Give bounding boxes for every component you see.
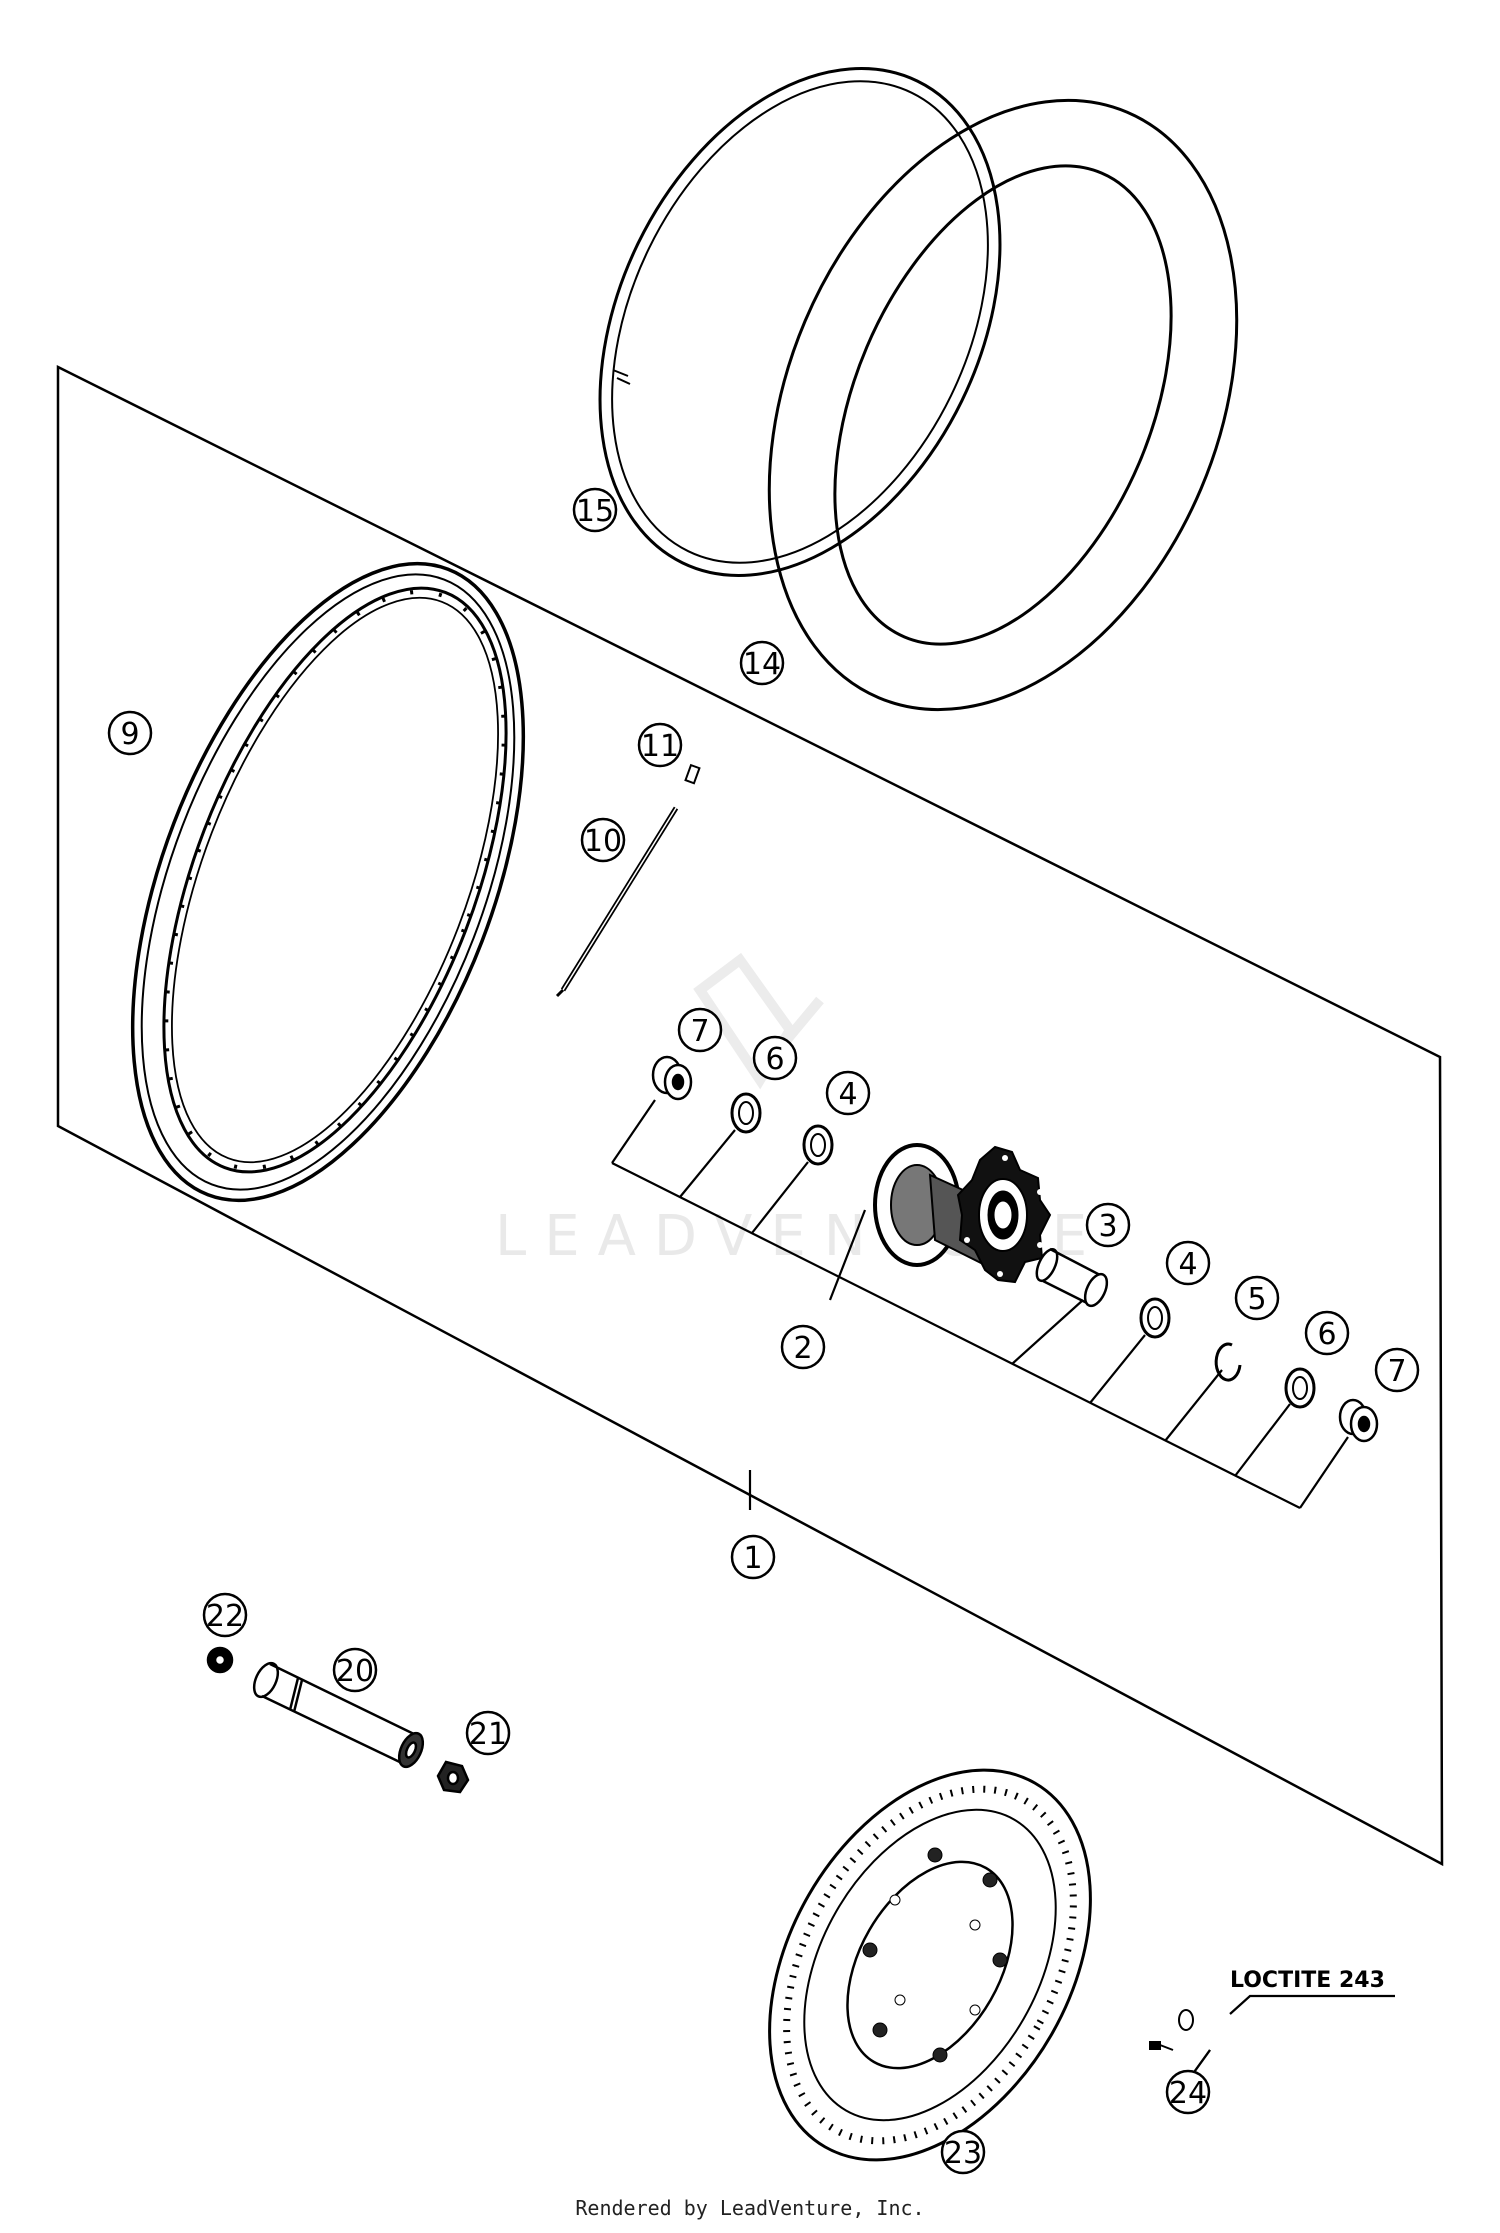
assembly-frame [56,364,1444,1867]
callout-9-label: 9 [120,717,139,752]
callout-7-right-label: 7 [1387,1354,1406,1389]
loctite-note: LOCTITE 243 [1230,1968,1385,1993]
callout-5-label: 5 [1247,1282,1266,1317]
callout-4-right: 4 [1165,1240,1211,1286]
callout-14: 14 [739,640,785,686]
callout-1-label: 1 [743,1541,762,1576]
rim-tape [598,67,1002,577]
axle-spacer [206,1646,234,1674]
callout-6-right-label: 6 [1317,1317,1336,1352]
callout-2-label: 2 [793,1331,812,1366]
spoke-nipple [684,763,701,785]
seal-left [730,1092,762,1134]
dust-cap-left [651,1055,693,1101]
bearing-left [802,1124,834,1166]
callout-22-label: 22 [206,1599,244,1634]
callout-11-label: 11 [641,729,679,764]
callout-4-left-label: 4 [838,1077,857,1112]
callout-15-label: 15 [576,494,614,529]
callout-5: 5 [1234,1275,1280,1321]
callout-23-label: 23 [944,2136,982,2171]
callout-2: 2 [780,1324,826,1370]
callout-1: 1 [730,1534,776,1580]
footer-credit: Rendered by LeadVenture, Inc. [575,2196,925,2220]
callout-14-label: 14 [743,647,781,682]
axle [252,1661,425,1769]
callout-6-left-label: 6 [765,1042,784,1077]
callout-7-left: 7 [677,1007,723,1053]
callout-10-label: 10 [584,824,622,859]
callout-11: 11 [637,722,683,768]
callout-3: 3 [1085,1202,1131,1248]
callout-7-right: 7 [1374,1347,1420,1393]
wheel-rim [130,561,526,1203]
callout-23: 23 [940,2129,986,2175]
callout-10: 10 [580,817,626,863]
brake-disc [768,1768,1092,2162]
circlip [1214,1342,1242,1382]
callout-24-label: 24 [1169,2076,1207,2111]
callout-7-left-label: 7 [690,1014,709,1049]
callout-9: 9 [107,710,153,756]
callout-22: 22 [202,1592,248,1638]
seal-right [1284,1367,1316,1409]
callout-21: 21 [465,1710,511,1756]
callout-6-left: 6 [752,1035,798,1081]
callout-24: 24 [1165,2069,1211,2115]
axle-nut [436,1760,470,1794]
leader-lines [611,1099,1395,2076]
hub-spacer [1035,1247,1109,1308]
dust-cap-right [1338,1398,1379,1443]
callout-15: 15 [572,487,618,533]
callout-20: 20 [332,1647,378,1693]
callout-4-left: 4 [825,1070,871,1116]
disc-bolt [1149,2009,1194,2051]
spoke [555,806,679,998]
callout-20-label: 20 [336,1654,374,1689]
callout-21-label: 21 [469,1717,507,1752]
callout-6-right: 6 [1304,1310,1350,1356]
bearing-right [1139,1297,1171,1339]
callout-3-label: 3 [1098,1209,1117,1244]
wheel-hub [873,1143,1052,1284]
callout-4-right-label: 4 [1178,1247,1197,1282]
inner-tube [767,98,1239,712]
